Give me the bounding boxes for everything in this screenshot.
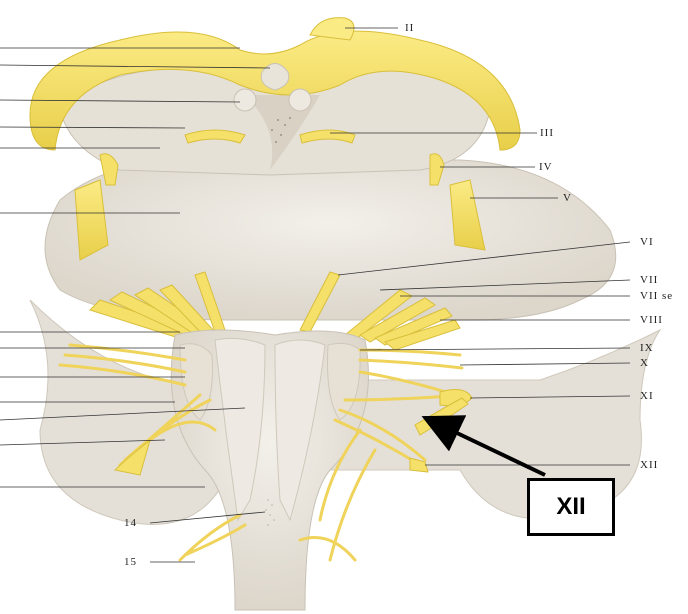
label-14: 14 [124,517,137,529]
label-XII: XII [640,459,658,471]
label-IV: IV [539,161,553,173]
label-15: 15 [124,556,137,568]
mammillary-body-right [289,89,311,111]
label-VII-se: VII se [640,290,673,302]
label-VIII: VIII [640,314,663,326]
callout-box: XII [527,478,615,536]
label-IX: IX [640,342,654,354]
label-X: X [640,357,649,369]
label-II: II [405,22,414,34]
label-VII: VII [640,274,658,286]
label-V: V [563,192,572,204]
label-XI: XI [640,390,654,402]
label-VI: VI [640,236,654,248]
mammillary-body-left [234,89,256,111]
callout-label: XII [556,493,585,521]
label-III: III [540,127,554,139]
